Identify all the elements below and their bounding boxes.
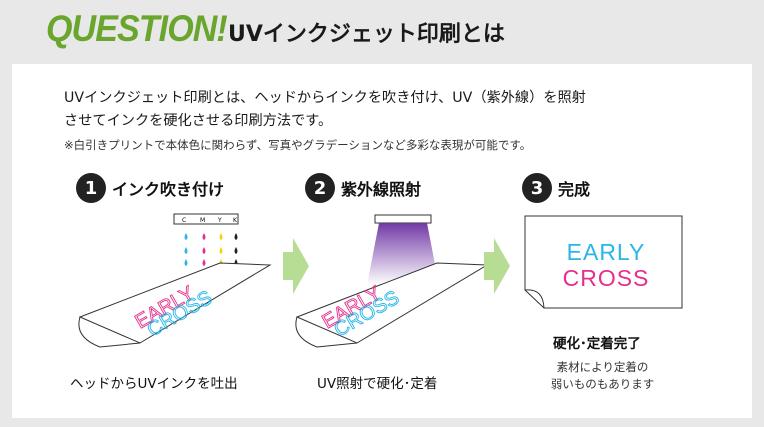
head-letter-y: Y — [217, 217, 222, 224]
head-letter-c: C — [182, 217, 186, 224]
step-3-note-line-2: 弱いものもあります — [550, 377, 655, 391]
step-1-caption: ヘッドからUVインクを吐出 — [70, 376, 238, 392]
head-letter-m: M — [200, 217, 205, 224]
step-2-label: 紫外線照射 — [341, 180, 422, 199]
ink-jet-illustration: C M Y K EARLY CROSS — [78, 213, 272, 348]
step-3-note-line-1: 素材により定着の — [556, 360, 649, 374]
finished-cross-text: CROSS — [563, 265, 650, 291]
intro-line-2: させてインクを硬化させる印刷方法です。 — [64, 113, 333, 129]
step-2-heading: 2 紫外線照射 — [305, 173, 421, 203]
finished-print-illustration: EARLY CROSS — [524, 215, 683, 309]
intro-note: ※白引きプリントで本体色に関わらず、写真やグラデーションなど多彩な表現が可能です… — [64, 138, 532, 152]
step-3-note: 素材により定着の 弱いものもあります — [535, 359, 670, 393]
sheet-icon: EARLY CROSS — [78, 262, 272, 348]
step-2-number: 2 — [305, 173, 335, 203]
step-3-number: 3 — [522, 173, 552, 203]
finished-early-text: EARLY — [567, 239, 646, 265]
step-1-label: インク吹き付け — [112, 180, 225, 199]
page-title: UVインクジェット印刷とは — [228, 22, 505, 47]
step-3-caption: 硬化･定着完了 — [553, 336, 641, 352]
step-3-label: 完成 — [558, 180, 591, 199]
intro-text: UVインクジェット印刷とは、ヘッドからインクを吹き付け、UV（紫外線）を照射 さ… — [64, 87, 586, 133]
question-heading: QUESTION! — [46, 8, 228, 49]
header: QUESTION! UVインクジェット印刷とは — [0, 0, 764, 62]
arrow-right-icon — [484, 238, 510, 294]
arrow-right-icon — [283, 238, 309, 294]
printer-head-icon: C M Y K — [173, 213, 239, 225]
uv-exposure-illustration: EARLY CROSS — [295, 214, 487, 348]
ink-droplets-icon — [184, 233, 238, 266]
step-1-heading: 1 インク吹き付け — [76, 173, 224, 203]
step-1-number: 1 — [76, 173, 106, 203]
step-2-caption: UV照射で硬化･定着 — [317, 376, 438, 392]
intro-line-1: UVインクジェット印刷とは、ヘッドからインクを吹き付け、UV（紫外線）を照射 — [64, 90, 586, 106]
head-letter-k: K — [233, 217, 238, 224]
step-3-heading: 3 完成 — [522, 173, 590, 203]
